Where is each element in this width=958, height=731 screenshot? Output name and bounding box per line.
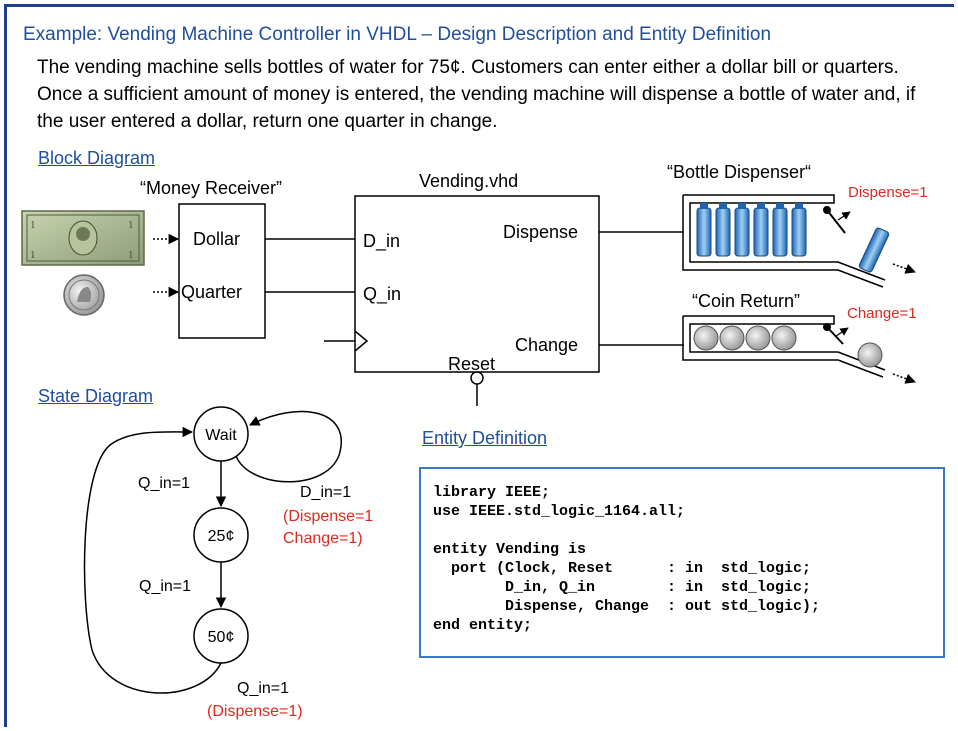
quarter-label: Quarter — [181, 282, 242, 302]
q-in-port: Q_in — [363, 284, 401, 305]
svg-text:1: 1 — [128, 219, 134, 231]
d-in-port: D_in — [363, 231, 400, 252]
coin-return-title: “Coin Return” — [692, 291, 800, 311]
coin-icon — [694, 326, 882, 367]
money-receiver-box — [179, 204, 265, 338]
bottle-dispenser-title: “Bottle Dispenser“ — [667, 162, 811, 182]
change-port: Change — [515, 335, 578, 355]
vending-title: Vending.vhd — [419, 171, 518, 191]
coin-return — [683, 316, 915, 382]
state-diagram: Wait 25¢ 50¢ Q_in=1 Q_in=1 D_in=1 (Dispe… — [85, 407, 374, 720]
dispense-signal-label: Dispense=1 — [848, 184, 928, 201]
state-wait-label: Wait — [205, 427, 237, 444]
transition-50-wait-output: (Dispense=1) — [207, 703, 303, 720]
dollar-label: Dollar — [193, 229, 240, 249]
svg-text:1: 1 — [30, 219, 36, 231]
change-signal-label: Change=1 — [847, 305, 917, 322]
transition-wait-self-label: D_in=1 — [300, 484, 351, 501]
quarter-coin-icon — [64, 275, 104, 315]
transition-wait-self-output-2: Change=1) — [283, 530, 363, 547]
state-50-label: 50¢ — [208, 629, 235, 646]
reset-port: Reset — [448, 354, 495, 374]
bottle-dispenser — [683, 195, 915, 287]
transition-50-wait-label: Q_in=1 — [237, 680, 289, 697]
transition-wait-25-label: Q_in=1 — [138, 475, 190, 492]
transition-wait-self-output-1: (Dispense=1 — [283, 508, 373, 525]
money-receiver-title: “Money Receiver” — [140, 178, 282, 198]
transition-25-50-label: Q_in=1 — [139, 578, 191, 595]
svg-text:1: 1 — [30, 249, 36, 261]
dispense-port: Dispense — [503, 222, 578, 242]
dollar-bill-icon: 1 1 1 1 — [22, 211, 144, 265]
svg-text:1: 1 — [128, 249, 134, 261]
state-25-label: 25¢ — [208, 528, 235, 545]
entity-code-box: library IEEE; use IEEE.std_logic_1164.al… — [419, 467, 945, 658]
